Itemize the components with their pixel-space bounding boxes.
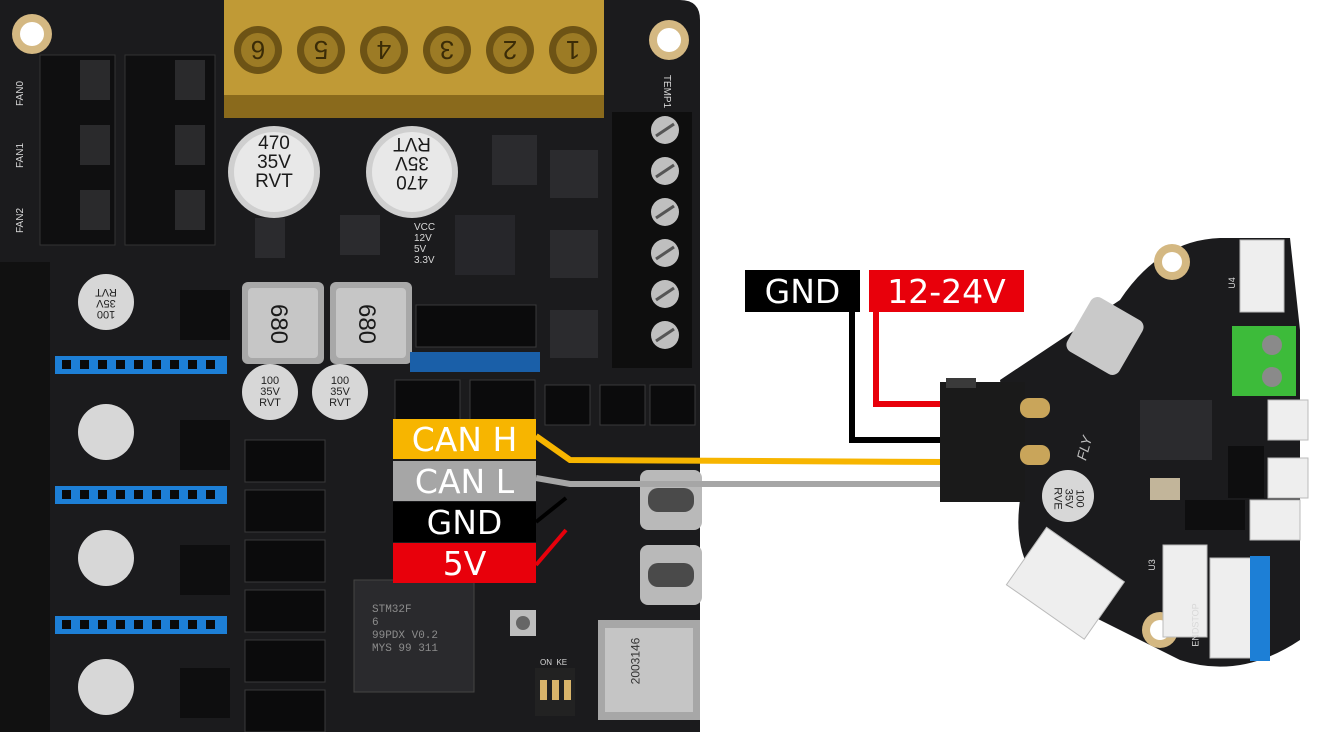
terminal-number: 6: [251, 35, 265, 65]
u3-silk: U3: [1146, 559, 1157, 571]
label-gnd-right: GND: [745, 270, 860, 312]
temp1-label: TEMP1: [661, 74, 673, 109]
screw-terminal-right: [612, 112, 692, 368]
terminal-number: 4: [377, 35, 391, 65]
label-can-l: CAN L: [393, 461, 536, 501]
capacitor-470-1: [228, 126, 320, 218]
sd-silk: 2003146: [628, 637, 643, 685]
terminal-number: 1: [566, 35, 580, 65]
dip-silk: ON KE: [540, 658, 568, 667]
small-capacitors: [78, 274, 368, 715]
toolhead-board: [940, 238, 1309, 667]
screw-terminal-top: 6 5 4 3 2 1: [224, 0, 604, 118]
fan-headers: [39, 54, 216, 246]
fan0-label: FAN0: [15, 80, 27, 107]
inductors: [242, 282, 412, 364]
label-5v: 5V: [393, 543, 536, 583]
inductor-text-2: 680: [353, 303, 381, 345]
endstop-silk: ENDSTOP: [1190, 603, 1201, 647]
wire-gnd-right: [849, 310, 948, 443]
wire-gnd-left: [534, 496, 568, 524]
terminal-number: 5: [314, 35, 328, 65]
label-gnd-left: GND: [393, 502, 536, 542]
terminal-number: 2: [503, 35, 517, 65]
wire-12-24v: [873, 312, 948, 407]
wire-5v: [534, 528, 568, 567]
terminal-number: 3: [440, 35, 454, 65]
label-can-h: CAN H: [393, 419, 536, 459]
u4-silk: U4: [1226, 277, 1237, 289]
sd-card-slot: [598, 620, 700, 720]
wire-can-l: [535, 475, 948, 487]
mcu-chip: [353, 579, 475, 693]
motor-connectors: [244, 439, 326, 732]
can-connector: [940, 378, 1050, 502]
green-power-terminal: [1232, 326, 1296, 396]
fan1-label: FAN1: [15, 142, 27, 169]
fan2-label: FAN2: [15, 207, 27, 234]
capacitor-470-2: [366, 126, 458, 218]
wires: [534, 310, 949, 567]
main-board: 6 5 4 3 2 1: [0, 0, 702, 732]
stepper-driver-sockets: [0, 262, 227, 732]
wire-can-h: [534, 433, 949, 465]
inductor-text-1: 680: [265, 303, 293, 345]
label-12-24v: 12-24V: [869, 270, 1024, 312]
